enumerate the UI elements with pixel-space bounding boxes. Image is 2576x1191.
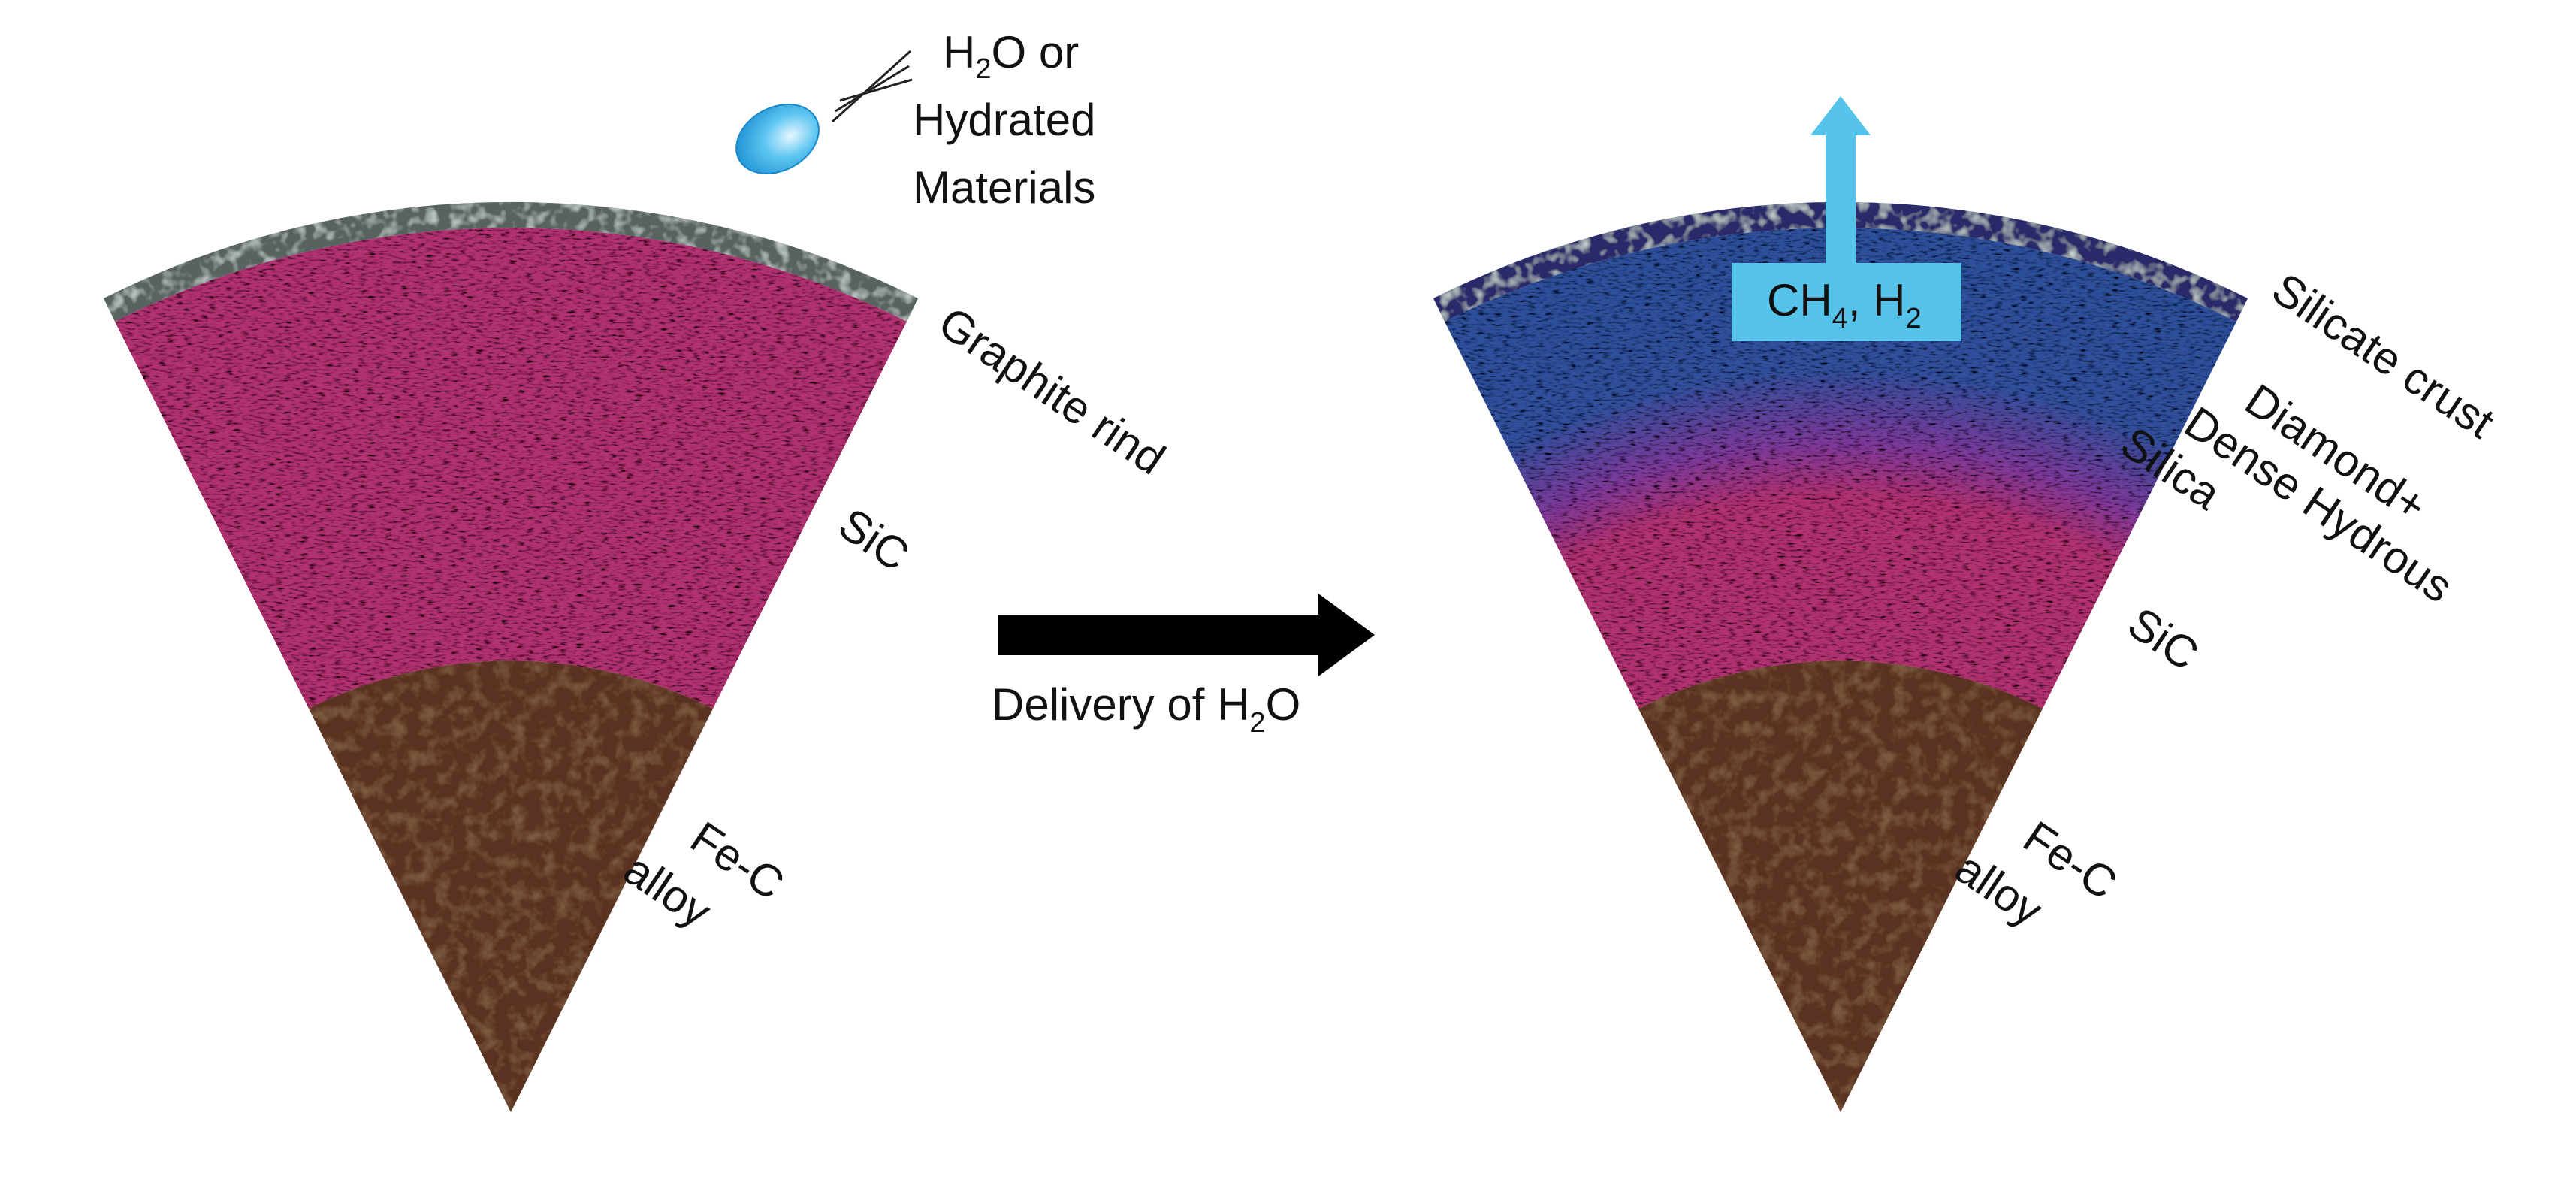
impactor-label: H2O or Hydrated Materials bbox=[913, 27, 1108, 213]
impactor-droplet bbox=[735, 50, 913, 175]
sic-label-left: SiC bbox=[830, 498, 919, 581]
fe-c-core-layer-right bbox=[1638, 660, 2043, 1112]
right-planet-wedge bbox=[1433, 201, 2248, 1112]
graphite-rind-layer bbox=[104, 201, 918, 322]
gas-escape-arrow bbox=[1732, 96, 1961, 341]
gas-label: CH4, H2 bbox=[1767, 275, 1922, 334]
diamond-silica-and-sic-layer bbox=[1445, 228, 2236, 709]
delivery-arrow bbox=[998, 594, 1375, 676]
gas-label-box bbox=[1732, 263, 1961, 341]
sic-label-right: SiC bbox=[2119, 597, 2208, 680]
left-planet-wedge bbox=[104, 201, 918, 1112]
water-droplet-icon bbox=[735, 103, 820, 175]
graphite-rind-label: Graphite rind bbox=[930, 297, 1174, 485]
silicate-crust-layer bbox=[1433, 201, 2248, 322]
sic-mantle-layer bbox=[115, 228, 907, 709]
fe-c-core-layer bbox=[309, 660, 713, 1112]
delivery-label: Delivery of H2O bbox=[992, 679, 1300, 739]
